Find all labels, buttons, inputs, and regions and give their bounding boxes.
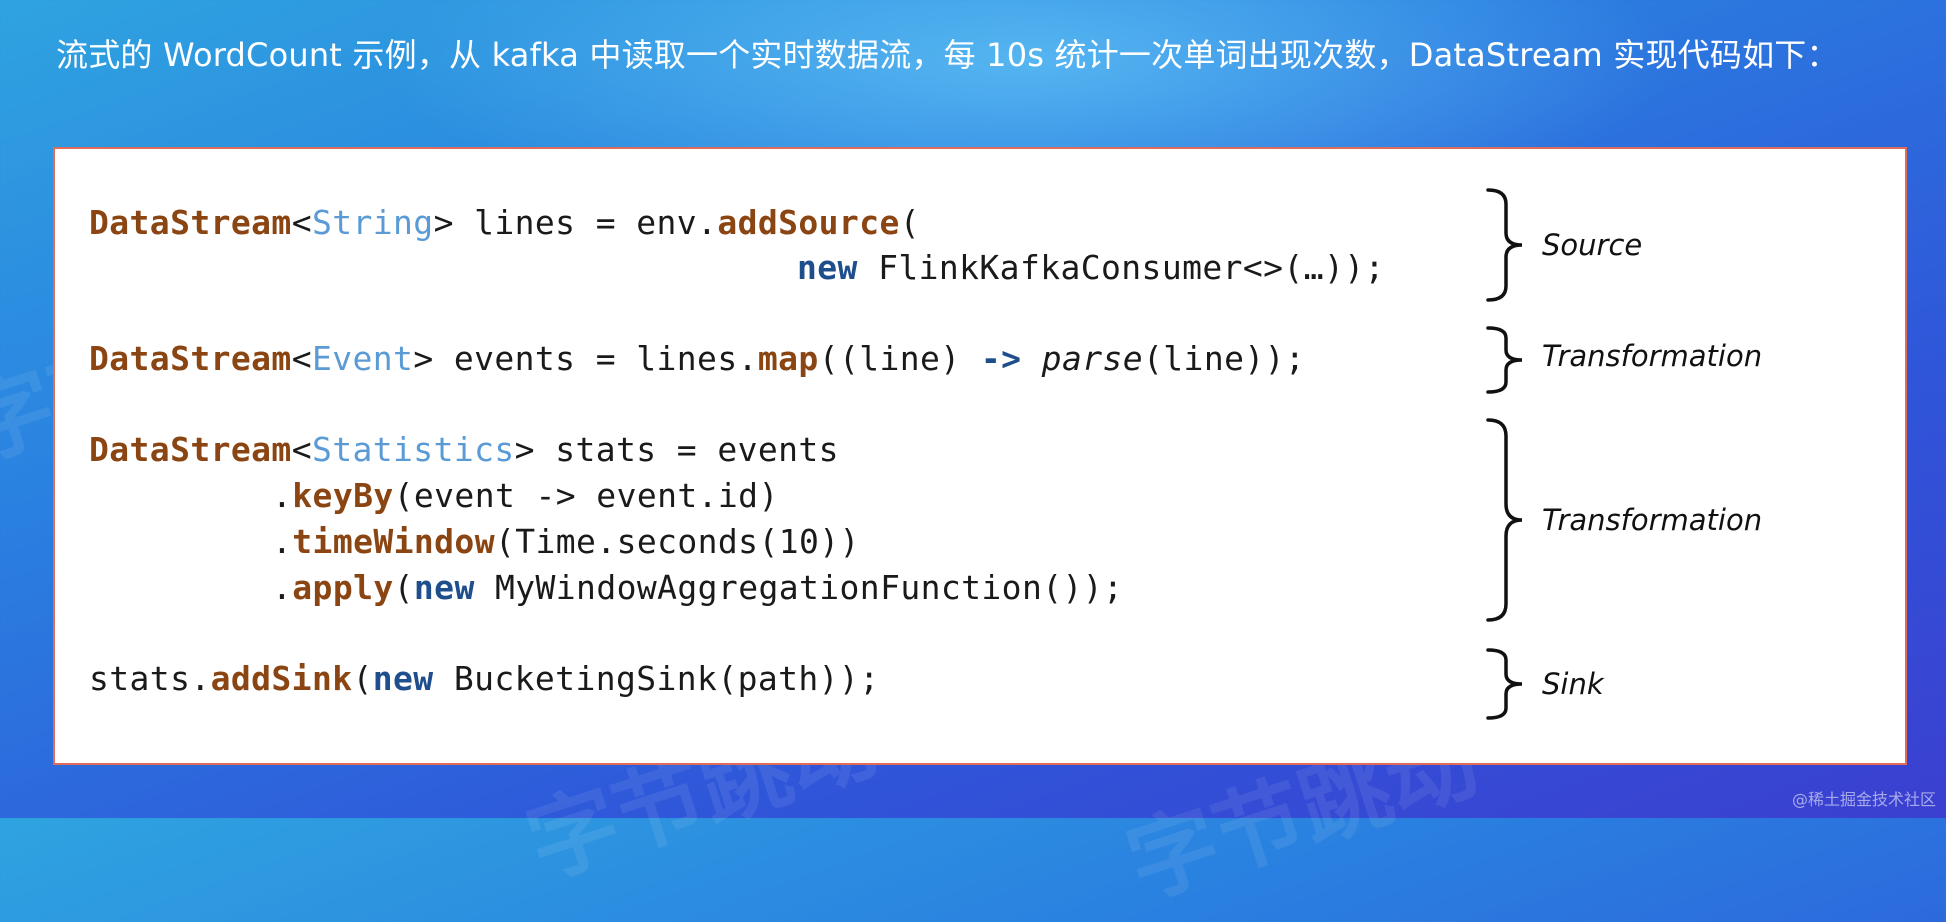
method-token: addSource (717, 203, 900, 242)
code-text (1021, 339, 1041, 378)
generic-token: Event (311, 339, 414, 378)
code-line-4: DataStream<Statistics> stats = events (89, 430, 839, 469)
method-token: timeWindow (292, 522, 495, 561)
code-line-5: .keyBy(event -> event.id) (272, 476, 779, 515)
credit-watermark: @稀土掘金技术社区 (1791, 790, 1936, 809)
code-line-8: stats.addSink(new BucketingSink(path)); (89, 659, 879, 698)
punct-token: < (291, 339, 312, 378)
code-text: ( (899, 203, 921, 242)
slide-heading: 流式的 WordCount 示例，从 kafka 中读取一个实时数据流，每 10… (56, 36, 1839, 74)
code-text: (line)); (1143, 339, 1306, 378)
code-line-1: DataStream<String> lines = env.addSource… (89, 203, 920, 242)
code-text: FlinkKafkaConsumer<>(…)); (857, 248, 1385, 287)
generic-token: String (311, 203, 434, 242)
code-line-7: .apply(new MyWindowAggregationFunction()… (272, 568, 1123, 607)
type-token: DataStream (89, 339, 292, 378)
method-token: map (757, 339, 819, 378)
method-token: addSink (210, 659, 353, 698)
code-line-6: .timeWindow(Time.seconds(10)) (272, 522, 860, 561)
keyword-new: new (797, 248, 858, 287)
stage-label-transformation: Transformation (1542, 339, 1763, 373)
code-text: . (272, 568, 293, 607)
method-token: apply (292, 568, 394, 607)
arrow-token: -> (980, 339, 1022, 378)
code-text: ( (352, 659, 373, 698)
code-text: > lines = env. (433, 203, 718, 242)
slide: { "heading": "流式的 WordCount 示例，从 kafka 中… (0, 0, 1946, 818)
method-token: keyBy (292, 476, 394, 515)
right-brace-icon (1486, 418, 1546, 622)
code-text: (Time.seconds(10)) (494, 522, 860, 561)
type-token: DataStream (89, 430, 292, 469)
keyword-new: new (372, 659, 434, 698)
punct-token: < (291, 430, 312, 469)
stage-label-sink: Sink (1542, 667, 1604, 701)
generic-token: Statistics (311, 430, 515, 469)
code-text: ((line) (818, 339, 981, 378)
code-panel: DataStream<String> lines = env.addSource… (53, 147, 1907, 765)
code-text: stats. (89, 659, 211, 698)
code-text: > stats = events (514, 430, 839, 469)
code-line-2: new FlinkKafkaConsumer<>(…)); (797, 248, 1385, 287)
function-token: parse (1041, 339, 1144, 378)
code-text: . (272, 476, 293, 515)
code-line-3: DataStream<Event> events = lines.map((li… (89, 339, 1305, 378)
code-text: MyWindowAggregationFunction()); (474, 568, 1124, 607)
punct-token: < (291, 203, 312, 242)
stage-label-transformation: Transformation (1542, 503, 1763, 537)
code-text: > events = lines. (413, 339, 758, 378)
code-text: BucketingSink(path)); (433, 659, 880, 698)
code-text: . (272, 522, 293, 561)
right-brace-icon (1486, 188, 1546, 302)
right-brace-icon (1486, 326, 1546, 394)
keyword-new: new (413, 568, 475, 607)
code-text: ( (393, 568, 414, 607)
stage-label-source: Source (1542, 228, 1643, 262)
code-text: (event -> event.id) (393, 476, 779, 515)
right-brace-icon (1486, 648, 1546, 720)
type-token: DataStream (89, 203, 292, 242)
